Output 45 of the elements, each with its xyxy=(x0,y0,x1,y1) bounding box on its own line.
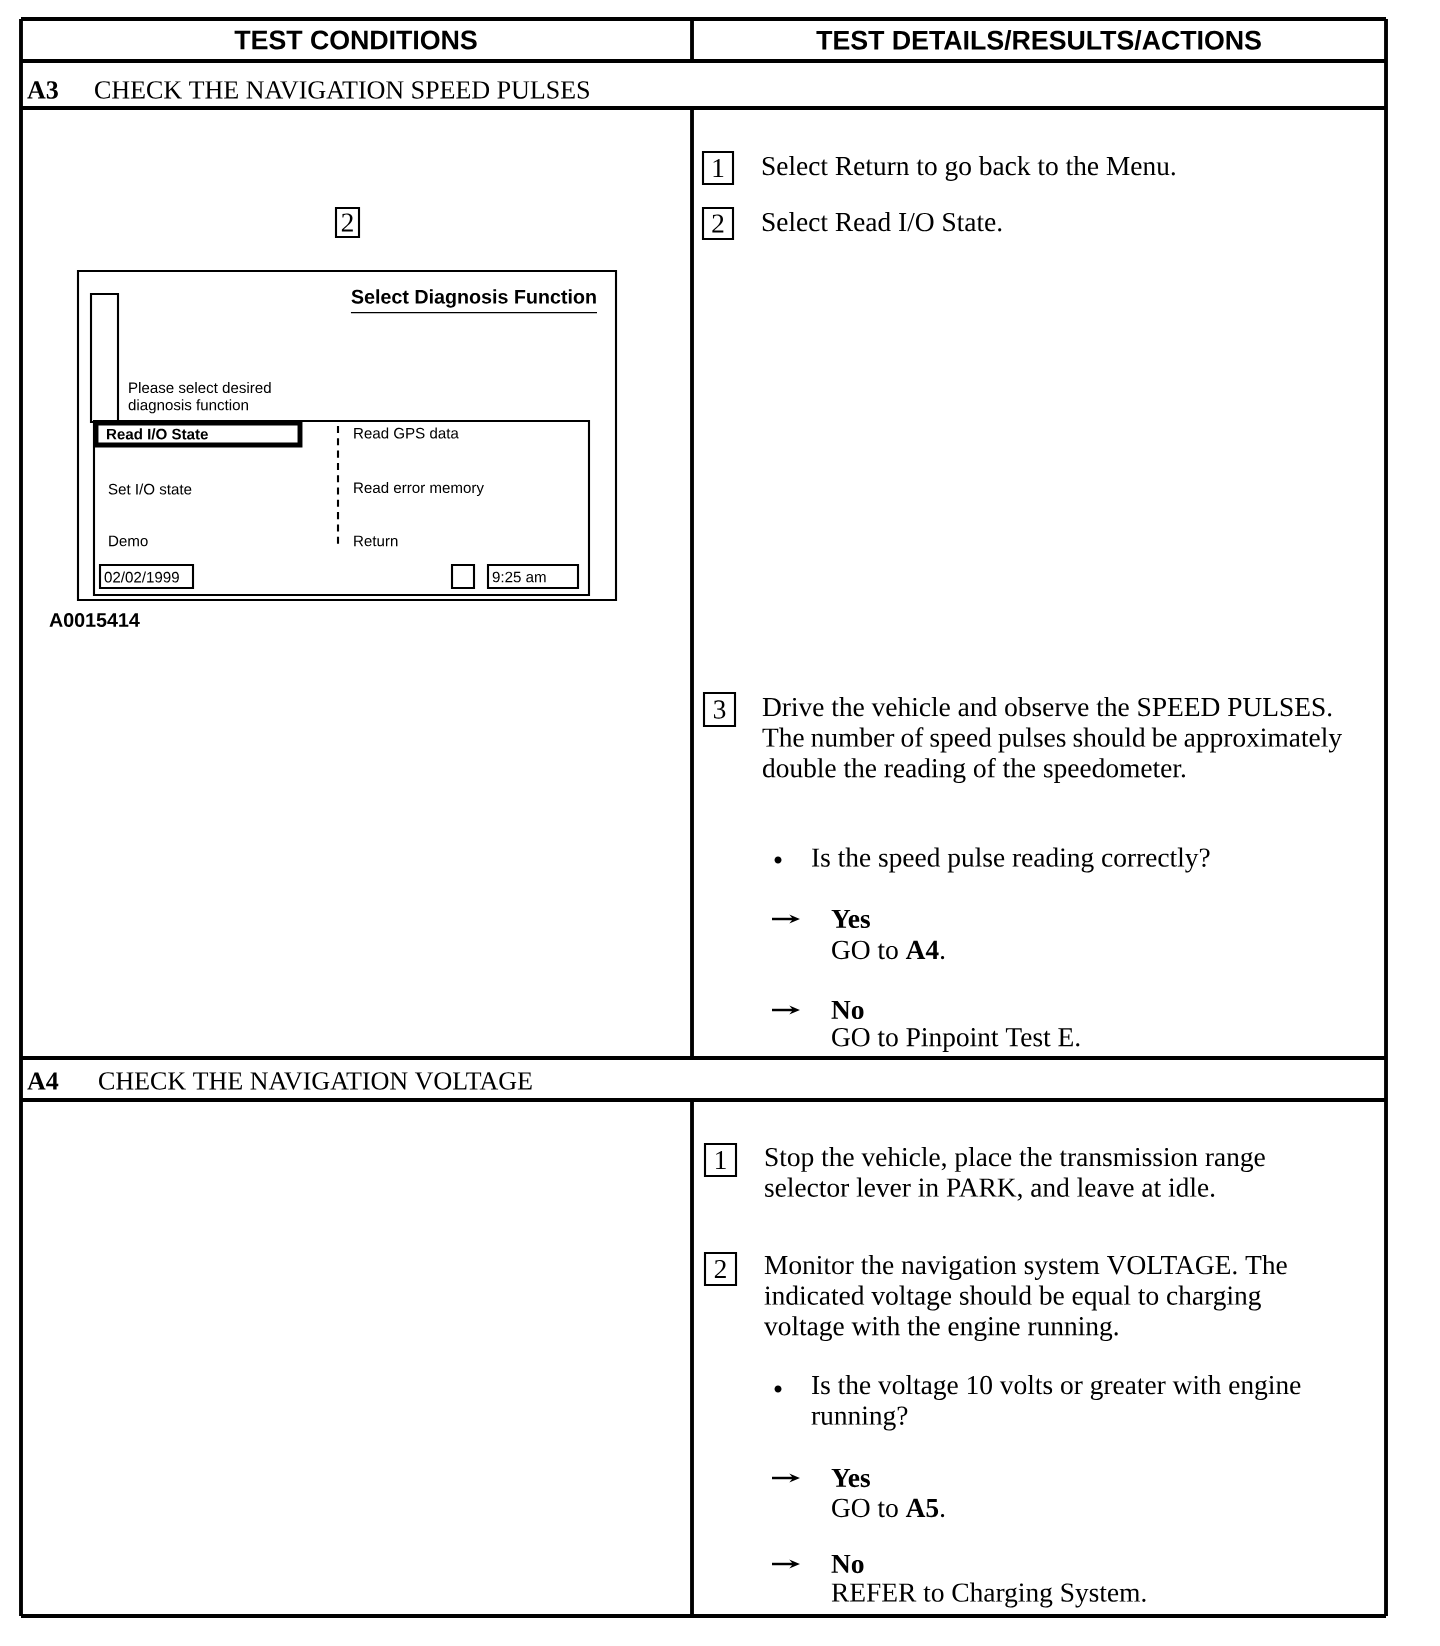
menu-item: Demo xyxy=(109,535,148,547)
step-text: Drive the vehicle and observe the SPEED PULSES. The number of speed pulses should be approximately double the reading of the speedometer. xyxy=(762,697,1342,784)
answer-text: No xyxy=(831,1554,864,1574)
figure-id: A0015414 xyxy=(49,613,140,627)
selected-menu-item xyxy=(93,420,303,448)
question-text: Is the voltage 10 volts or greater with engine running? xyxy=(811,1375,1301,1431)
step-number-box: 2 xyxy=(701,206,735,241)
answer-text: Yes xyxy=(831,909,870,929)
callout-number: 2 xyxy=(334,206,361,239)
action-text: GO to A4. xyxy=(832,940,945,960)
menu-item: Set I/O state xyxy=(108,483,192,495)
selected-menu-item: Read I/O State xyxy=(107,428,208,440)
step-number-box: 1 xyxy=(701,150,735,186)
step-text: Select Return to go back to the Menu. xyxy=(762,156,1175,181)
step-text: Stop the vehicle, place the transmission range selector lever in PARK, and leave at idle. xyxy=(765,1147,1265,1201)
step-number-box: 1 xyxy=(703,1142,738,1178)
step-title: CHECK THE NAVIGATION SPEED PULSES xyxy=(95,81,589,99)
time-field: 9:25 am xyxy=(492,571,546,583)
action-text: GO to Pinpoint Test E. xyxy=(832,1028,1080,1052)
date-field: 02/02/1999 xyxy=(104,571,179,583)
menu-item: Read error memory xyxy=(354,481,484,497)
screen-title: Select Diagnosis Function xyxy=(350,289,598,314)
step-title: CHECK THE NAVIGATION VOLTAGE xyxy=(99,1072,532,1090)
column-header: TEST CONDITIONS xyxy=(234,30,477,50)
menu-panel xyxy=(92,419,591,597)
time-field xyxy=(486,563,580,590)
answer-text: No xyxy=(831,1000,864,1020)
step-id: A4 xyxy=(27,1072,59,1090)
side-panel xyxy=(89,292,120,424)
menu-item: Read GPS data xyxy=(354,427,459,439)
action-text: REFER to Charging System. xyxy=(831,1582,1146,1608)
screen-frame xyxy=(76,269,618,602)
menu-item: Return xyxy=(354,535,398,547)
date-field xyxy=(98,563,195,590)
step-number-box: 3 xyxy=(702,691,737,728)
step-number-box: 2 xyxy=(703,1251,738,1287)
screen-prompt: Please select desired diagnosis function xyxy=(128,382,271,414)
step-text: Monitor the navigation system VOLTAGE. The indicated voltage should be equal to charging voltage with the engine running. xyxy=(764,1255,1287,1342)
question-text: Is the speed pulse reading correctly? xyxy=(812,847,1210,873)
step-text: Select Read I/O State. xyxy=(762,212,1002,232)
status-box xyxy=(450,563,476,590)
answer-text: Yes xyxy=(831,1468,870,1488)
step-id: A3 xyxy=(27,81,58,99)
action-text: GO to A5. xyxy=(832,1498,945,1518)
column-header: TEST DETAILS/RESULTS/ACTIONS xyxy=(816,30,1261,50)
